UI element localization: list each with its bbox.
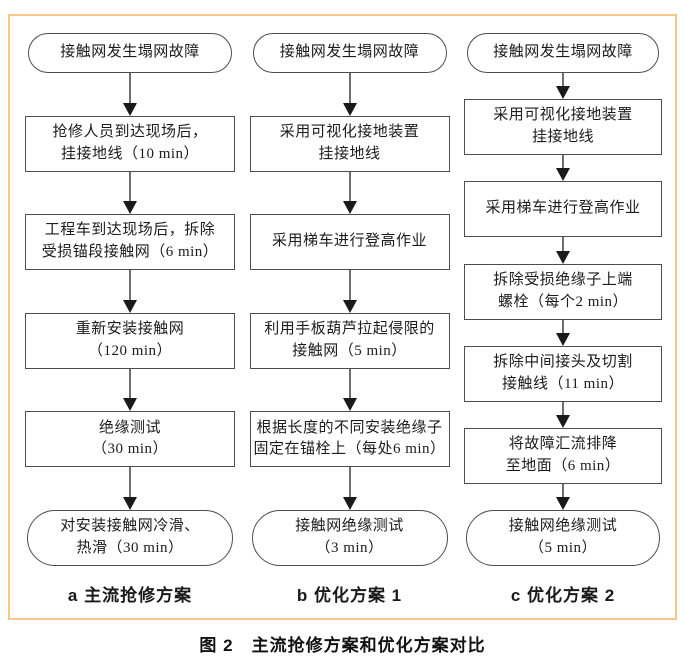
flow-step: 采用梯车进行登高作业 [249, 214, 450, 271]
flow-step: 绝缘测试 （30 min） [25, 411, 235, 468]
arrow-down-icon [250, 368, 450, 412]
flow-node-start: 接触网发生塌网故障 [28, 33, 232, 73]
column-label: b 优化方案 1 [296, 586, 403, 605]
flow-b: 接触网发生塌网故障 采用可视化接地装置 挂接地线 采用梯车进行登高作业 利用手板… [249, 33, 450, 566]
flow-step: 采用可视化接地装置 挂接地线 [249, 115, 450, 172]
column-label: c 优化方案 2 [510, 586, 616, 605]
flow-step: 根据长度的不同安装绝缘子 固定在锚栓上（每处6 min） [249, 411, 450, 468]
arrow-down-icon [464, 73, 662, 100]
column-label: a 主流抢修方案 [67, 586, 193, 605]
arrow-down-icon [250, 270, 450, 313]
arrow-down-icon [25, 270, 235, 313]
column-a-mainstream-plan: 接触网发生塌网故障 抢修人员到达现场后， 挂接地线（10 min） 工程车到达现… [25, 33, 235, 618]
flow-step: 采用可视化接地装置 挂接地线 [464, 99, 662, 156]
arrow-down-icon [25, 368, 235, 412]
arrow-down-icon [25, 171, 235, 215]
arrow-down-icon [464, 401, 662, 428]
flow-step: 拆除受损绝缘子上端 螺栓（每个2 min） [464, 263, 662, 320]
flow-node-end: 对安装接触网冷滑、 热滑（30 min） [27, 509, 233, 566]
flow-step: 重新安装接触网 （120 min） [25, 312, 235, 369]
figure-frame: 接触网发生塌网故障 抢修人员到达现场后， 挂接地线（10 min） 工程车到达现… [8, 14, 677, 620]
flow-step: 拆除中间接头及切割 接触线（11 min） [464, 345, 662, 402]
flow-node-end: 接触网绝缘测试 （5 min） [465, 510, 661, 567]
flowchart-columns: 接触网发生塌网故障 抢修人员到达现场后， 挂接地线（10 min） 工程车到达现… [10, 16, 675, 618]
column-b-optimized-plan-1: 接触网发生塌网故障 采用可视化接地装置 挂接地线 采用梯车进行登高作业 利用手板… [249, 33, 450, 618]
arrow-down-icon [464, 155, 662, 182]
column-c-optimized-plan-2: 接触网发生塌网故障 采用可视化接地装置 挂接地线 采用梯车进行登高作业 拆除受损… [464, 33, 662, 618]
arrow-down-icon [250, 73, 450, 116]
flow-node-start: 接触网发生塌网故障 [466, 33, 660, 73]
arrow-down-icon [25, 73, 235, 116]
flow-step: 采用梯车进行登高作业 [464, 181, 662, 238]
figure-caption: 图 2 主流抢修方案和优化方案对比 [199, 636, 486, 655]
arrow-down-icon [464, 237, 662, 264]
arrow-down-icon [464, 483, 662, 511]
arrow-down-icon [250, 171, 450, 215]
flow-node-start: 接触网发生塌网故障 [252, 33, 447, 73]
arrow-down-icon [464, 319, 662, 346]
flow-step: 工程车到达现场后，拆除 受损锚段接触网（6 min） [25, 214, 235, 271]
flow-step: 将故障汇流排降 至地面（6 min） [464, 427, 662, 484]
flow-step: 抢修人员到达现场后， 挂接地线（10 min） [25, 115, 235, 172]
flow-step: 利用手板葫芦拉起侵限的 接触网（5 min） [249, 312, 450, 369]
flow-node-end: 接触网绝缘测试 （3 min） [251, 509, 448, 566]
arrow-down-icon [250, 467, 450, 510]
flow-c: 接触网发生塌网故障 采用可视化接地装置 挂接地线 采用梯车进行登高作业 拆除受损… [464, 33, 662, 567]
flow-a: 接触网发生塌网故障 抢修人员到达现场后， 挂接地线（10 min） 工程车到达现… [25, 33, 235, 566]
arrow-down-icon [25, 467, 235, 510]
